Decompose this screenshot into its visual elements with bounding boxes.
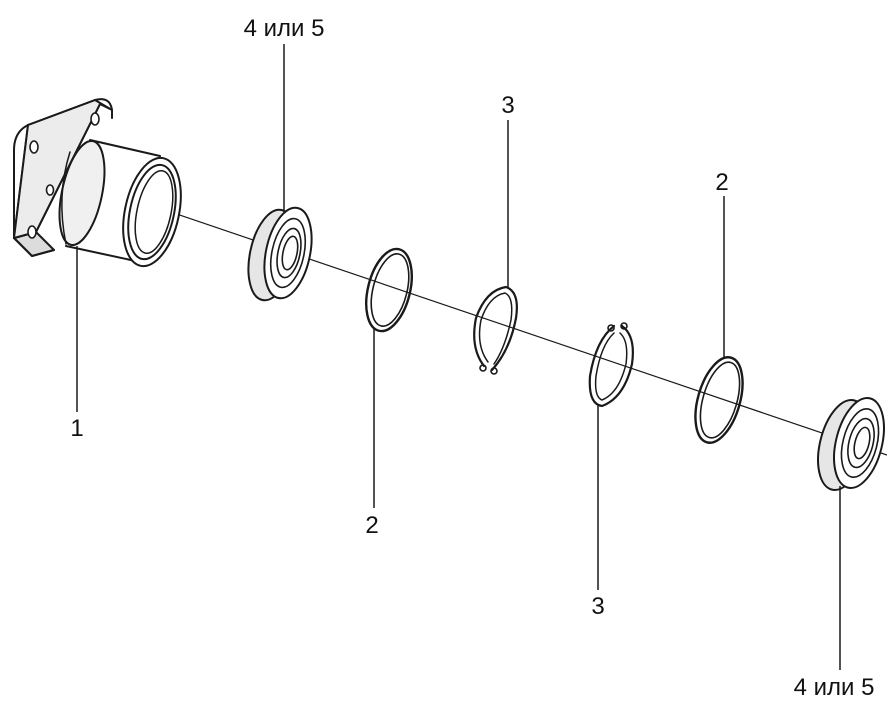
retaining-ring-2-left [365,247,413,333]
circlip-3-left [473,285,518,375]
assembly-axis [99,187,887,456]
label-bearing-top: 4 или 5 [244,15,325,42]
retaining-ring-2-right [694,356,744,444]
label-circlip-left: 3 [501,92,514,119]
label-bearing-bottom: 4 или 5 [794,674,875,701]
leader-lines [76,44,841,670]
label-ring-right: 2 [715,169,728,196]
circlip-3-right [588,322,634,408]
label-ring-left: 2 [365,512,378,539]
bearing-top [247,206,313,302]
label-circlip-right: 3 [591,593,604,620]
housing-part-1 [13,98,182,268]
bearing-bottom [817,397,885,491]
label-housing: 1 [70,415,83,442]
